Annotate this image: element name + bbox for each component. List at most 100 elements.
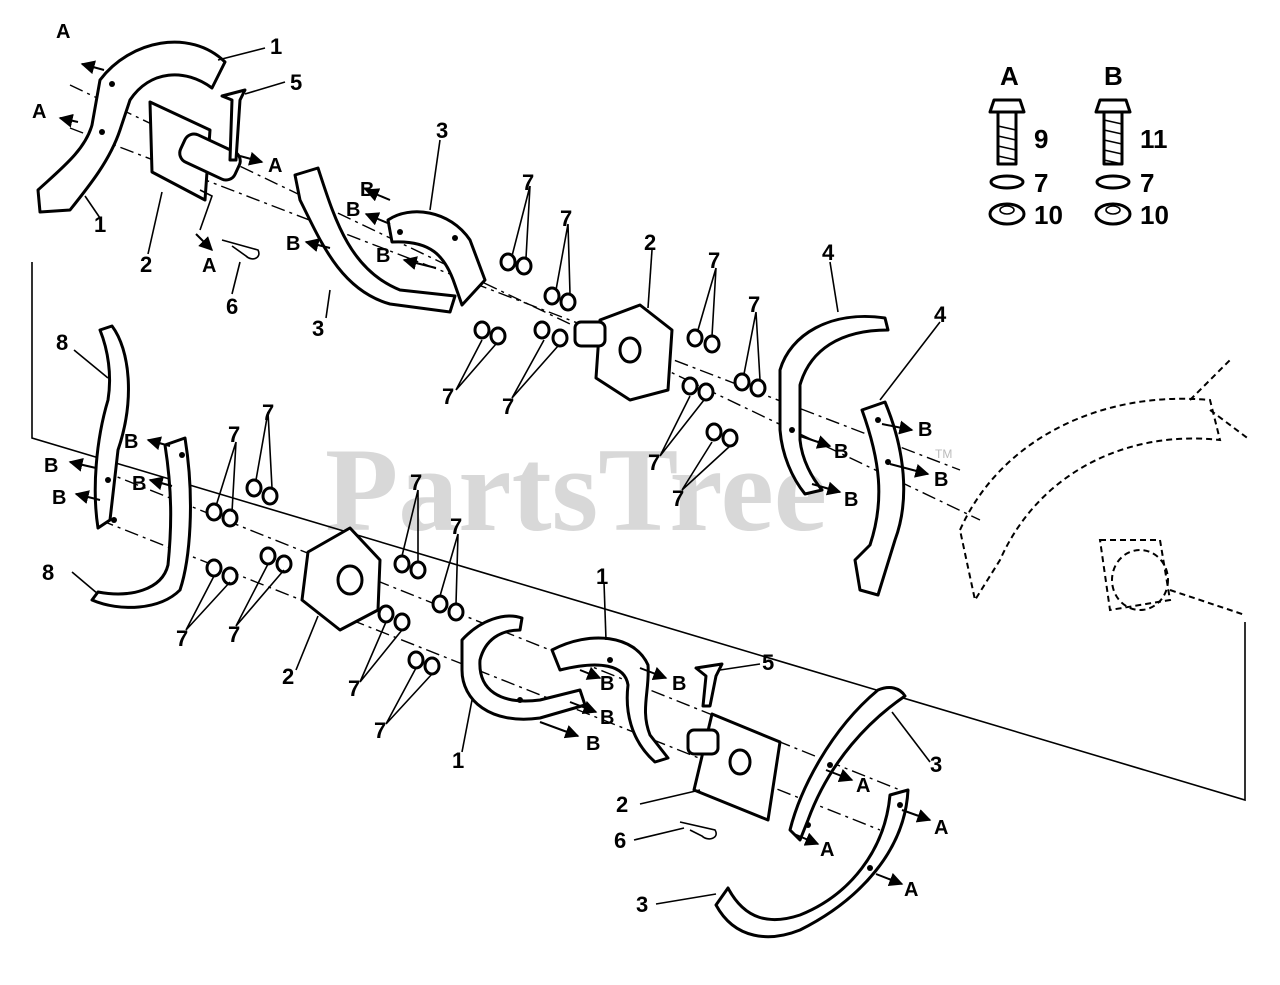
callout-label: B [672,673,686,695]
callout-label: 4 [822,240,835,265]
callout-label: B [286,233,300,255]
callout-label: 3 [930,752,942,777]
callout-label: B [124,431,138,453]
tine-3-upper-a [293,166,457,314]
tine-4-left [778,315,890,496]
legend-a-washer: 7 [1034,168,1048,198]
callout-label: 7 [522,170,534,195]
callout-label: 7 [374,718,386,743]
callout-label: 8 [42,560,54,585]
tine-3-lower-a [788,686,907,842]
callout-label: 1 [270,34,282,59]
legend-b-letter: B [1104,61,1123,91]
clevis-pin-5-upper [220,88,247,162]
trademark-mark: TM [935,447,952,461]
tine-3-lower-b [714,788,910,939]
tine-1-lower-a [460,614,587,721]
callout-label: A [202,255,216,277]
upper-axle-line-2 [69,127,961,471]
callout-label: 2 [140,252,152,277]
callout-label: 7 [748,292,760,317]
callout-label: B [360,179,374,201]
callout-label: 1 [94,212,106,237]
legend-b-washer: 7 [1140,168,1154,198]
callout-label: 7 [228,422,240,447]
legend-a-letter: A [1000,61,1019,91]
callout-label: 7 [410,470,422,495]
callout-label: A [820,839,834,861]
callout-label: 3 [636,892,648,917]
callout-label: 7 [176,626,188,651]
callout-label: 7 [442,384,454,409]
tiller-frame-ghost [958,359,1251,616]
callout-label: 7 [228,622,240,647]
tine-8-left-a [93,324,130,530]
washers-7-lower [205,478,465,676]
tine-1-lower-b [550,636,670,764]
clevis-pin-5-lower [694,662,724,708]
callout-label: B [600,673,614,695]
bolt-type-arrows [58,60,932,887]
callout-label: 5 [762,650,774,675]
hairpin-6-upper [221,239,260,260]
tine-3-upper-b [386,210,487,307]
callout-label: B [934,469,948,491]
washer-7-icon-b [1095,174,1131,190]
leader-lines [71,47,941,905]
callout-label: A [268,155,282,177]
legend-b-bolt: 11 [1140,124,1168,154]
callout-label: 3 [312,316,324,341]
callout-label: B [600,707,614,729]
bolt-9-icon [988,98,1026,114]
tine-4-right [853,400,906,597]
callout-label: 7 [672,486,684,511]
callout-label: 7 [560,206,572,231]
washer-7-icon-a [989,174,1025,190]
callout-label: B [44,455,58,477]
callout-label: B [586,733,600,755]
callout-label: B [834,441,848,463]
hairpin-6-lower [679,821,717,840]
callout-label: B [844,489,858,511]
callout-label: 7 [502,394,514,419]
callout-label: A [56,21,70,43]
callout-label: B [346,199,360,221]
callout-label: B [52,487,66,509]
callout-label: 4 [934,302,947,327]
washers-7-upper [473,252,767,448]
callout-label: 1 [596,564,608,589]
callout-labels: 1 5 1 2 6 3 3 7 7 7 7 2 7 7 7 7 4 4 8 8 … [32,21,948,917]
bolt-11-icon [1094,98,1132,114]
callout-label: A [856,775,870,797]
tine-1-upper [36,40,227,214]
callout-label: 2 [616,792,628,817]
callout-label: 2 [282,664,294,689]
hub-tube-upper-left [178,132,242,182]
partstree-watermark: PartsTree [325,423,827,556]
callout-label: 7 [262,400,274,425]
assembly-frame [31,262,1246,802]
callout-label: A [32,101,46,123]
legend-a-bolt: 9 [1034,124,1048,154]
callout-label: A [934,817,948,839]
callout-label: 2 [644,230,656,255]
callout-label: 1 [452,748,464,773]
callout-label: 7 [648,450,660,475]
legend-b-nut: 10 [1140,200,1169,230]
callout-label: 5 [290,70,302,95]
callout-label: A [904,879,918,901]
callout-label: 7 [450,514,462,539]
callout-label: B [376,245,390,267]
hardware-legend: A B 9 7 10 11 7 10 [988,61,1169,230]
callout-label: 7 [348,676,360,701]
legend-a-nut: 10 [1034,200,1063,230]
callout-label: B [918,419,932,441]
callout-label: 7 [708,248,720,273]
callout-label: B [132,473,146,495]
callout-label: 6 [226,294,238,319]
callout-label: 8 [56,330,68,355]
callout-label: 3 [436,118,448,143]
callout-label: 6 [614,828,626,853]
